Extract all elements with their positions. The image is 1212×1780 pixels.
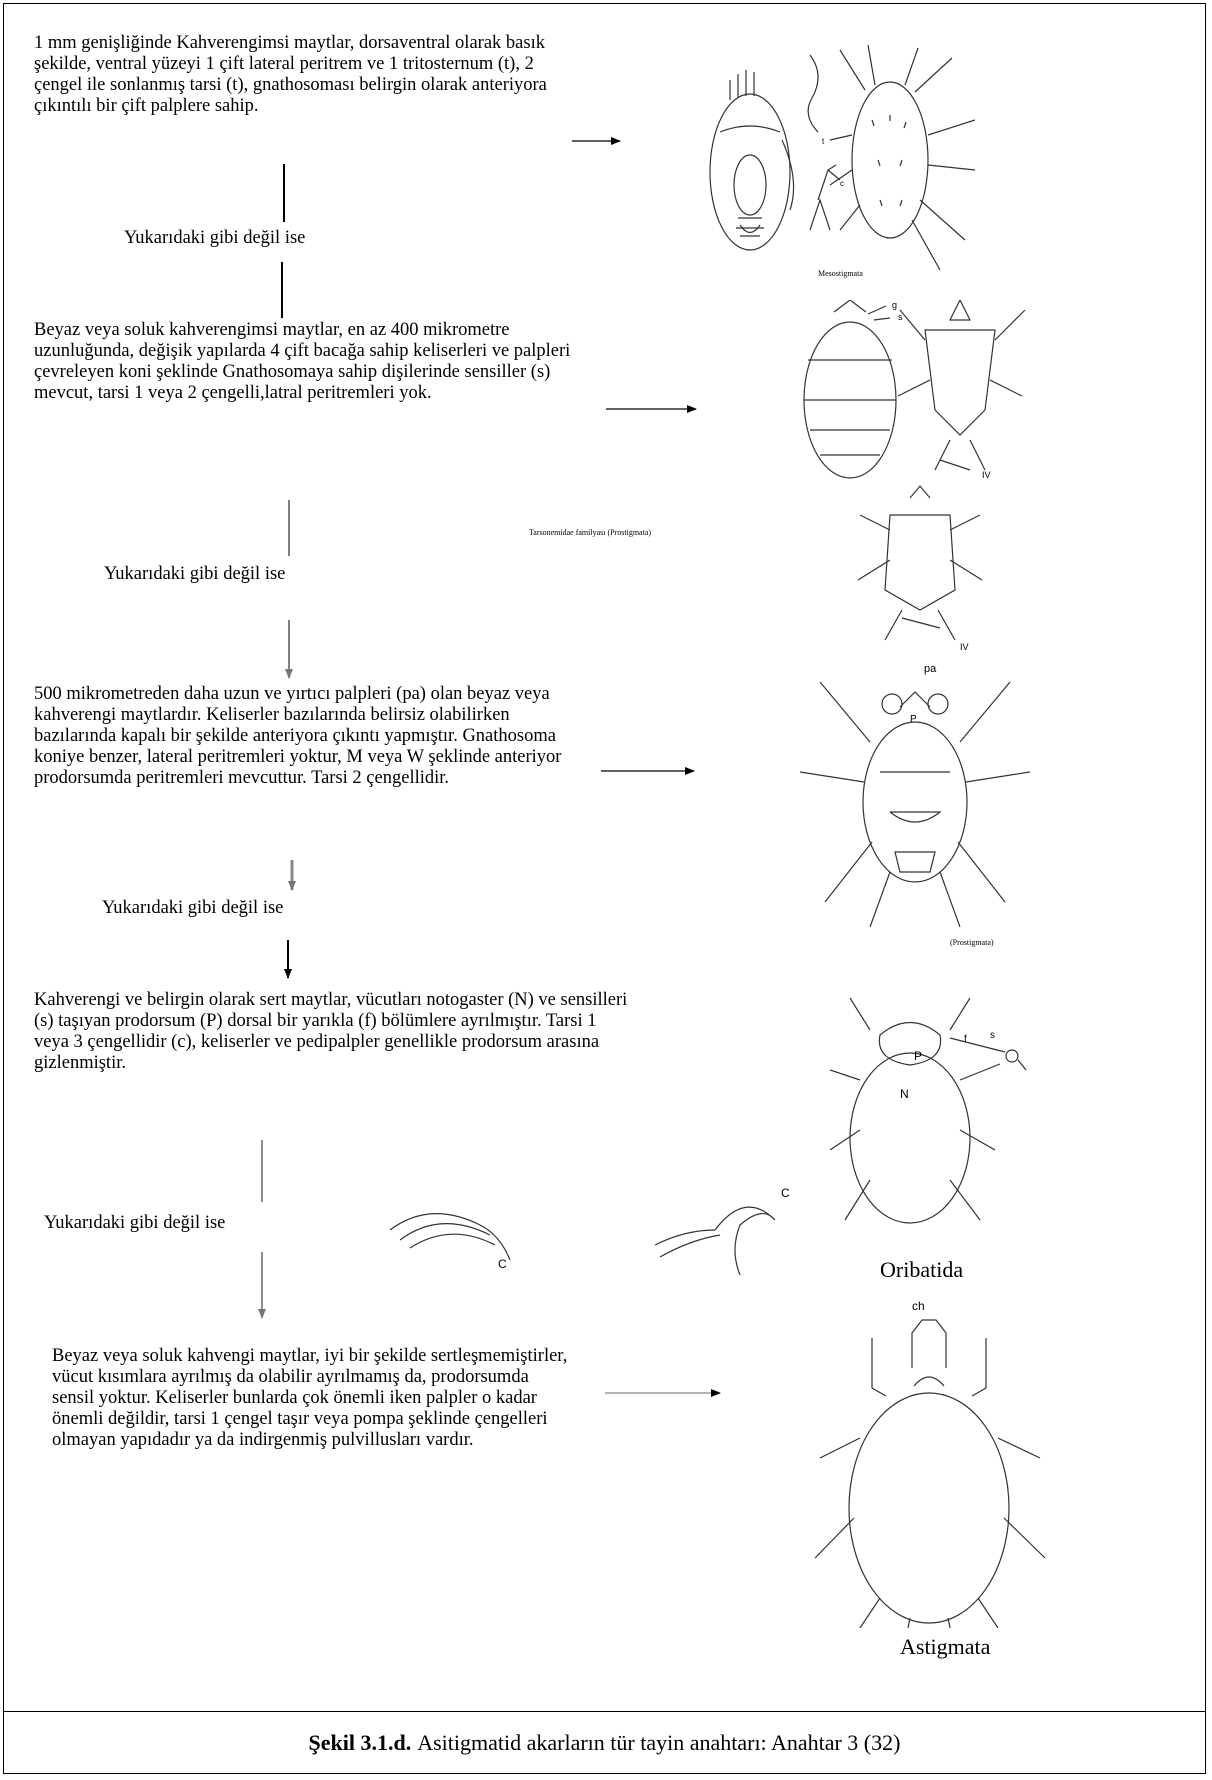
label-iv: IV: [982, 470, 991, 480]
prostigmata-label: (Prostigmata): [950, 938, 994, 948]
mesostigmata-label: Mesostigmata: [818, 269, 863, 279]
label-n: N: [900, 1087, 909, 1101]
astigmata-label: Astigmata: [900, 1634, 990, 1660]
label-c-left: C: [498, 1257, 507, 1270]
not-as-above-label-2: Yukarıdaki gibi değil ise: [104, 563, 285, 585]
claw-sketch-left: C: [380, 1190, 530, 1270]
step-3-text: 500 mikrometreden daha uzun ve yırtıcı p…: [34, 684, 594, 789]
label-p-prostigmata: P: [910, 714, 917, 725]
label-pa: pa: [924, 663, 937, 675]
not-as-above-label-4: Yukarıdaki gibi değil ise: [44, 1212, 225, 1234]
label-s-oribatida: s: [990, 1030, 995, 1041]
tarsonemidae-illustration: g s IV IV: [790, 300, 1030, 660]
oribatida-label: Oribatida: [880, 1257, 963, 1283]
label-c-right: C: [781, 1186, 790, 1200]
label-p-oribatida: P: [914, 1049, 922, 1063]
label-g: g: [892, 300, 897, 310]
figure-caption: Şekil 3.1.d. Asitigmatid akarların tür t…: [3, 1712, 1206, 1774]
not-as-above-label-1: Yukarıdaki gibi değil ise: [124, 227, 305, 249]
label-s: s: [898, 312, 903, 322]
label-ch: ch: [912, 1299, 925, 1313]
oribatida-illustration: P N f s: [830, 990, 1090, 1230]
claw-sketch-right: C: [645, 1175, 795, 1285]
not-as-above-label-3: Yukarıdaki gibi değil ise: [102, 897, 283, 919]
astigmata-illustration: ch: [800, 1298, 1060, 1628]
mesostigmata-illustration: t c: [690, 40, 980, 280]
tarsonemidae-label: Tarsonemidae familyası (Prostigmata): [520, 528, 660, 538]
label-c: c: [840, 179, 844, 188]
label-iv-2: IV: [960, 642, 969, 652]
caption-number: Şekil 3.1.d.: [309, 1730, 412, 1756]
step-2-text: Beyaz veya soluk kahverengimsi maytlar, …: [34, 320, 582, 404]
caption-text: Asitigmatid akarların tür tayin anahtarı…: [417, 1730, 900, 1756]
prostigmata-illustration: pa P: [800, 662, 1030, 932]
label-f: f: [964, 1034, 967, 1045]
step-5-text: Beyaz veya soluk kahvengi maytlar, iyi b…: [52, 1346, 572, 1451]
label-t: t: [822, 137, 825, 146]
step-1-text: 1 mm genişliğinde Kahverengimsi maytlar,…: [34, 33, 554, 117]
step-4-text: Kahverengi ve belirgin olarak sert maytl…: [34, 990, 634, 1074]
